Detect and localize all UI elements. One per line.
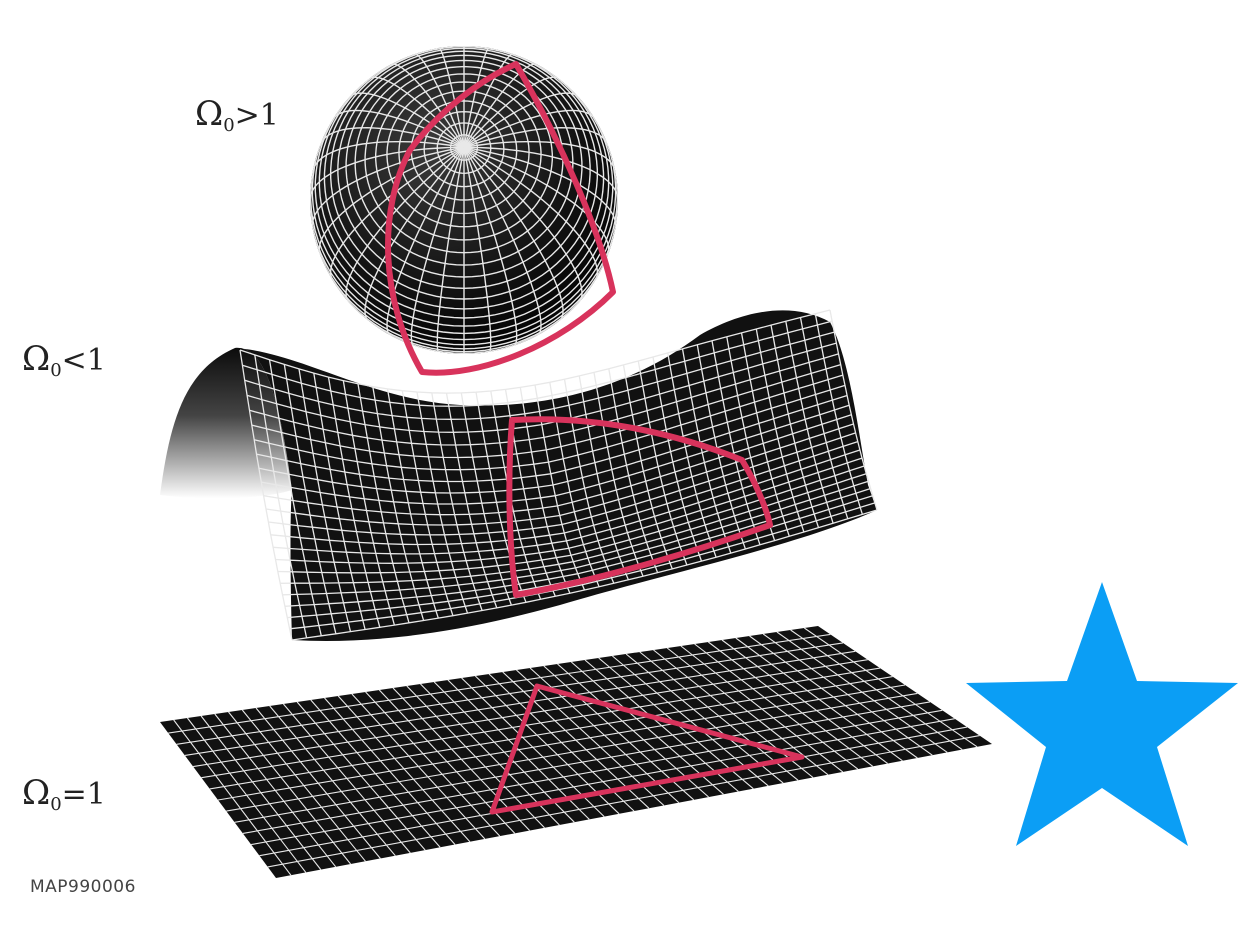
sphere-surface xyxy=(310,46,618,373)
omega-open-label: Ω0<1 xyxy=(22,342,106,380)
star-icon xyxy=(966,582,1238,846)
flat-plane xyxy=(160,626,992,878)
omega-flat-label: Ω0=1 xyxy=(22,776,106,814)
image-credit: MAP990006 xyxy=(30,877,136,897)
saddle-surface xyxy=(160,310,877,641)
omega-closed-label: Ω0>1 xyxy=(195,97,279,135)
